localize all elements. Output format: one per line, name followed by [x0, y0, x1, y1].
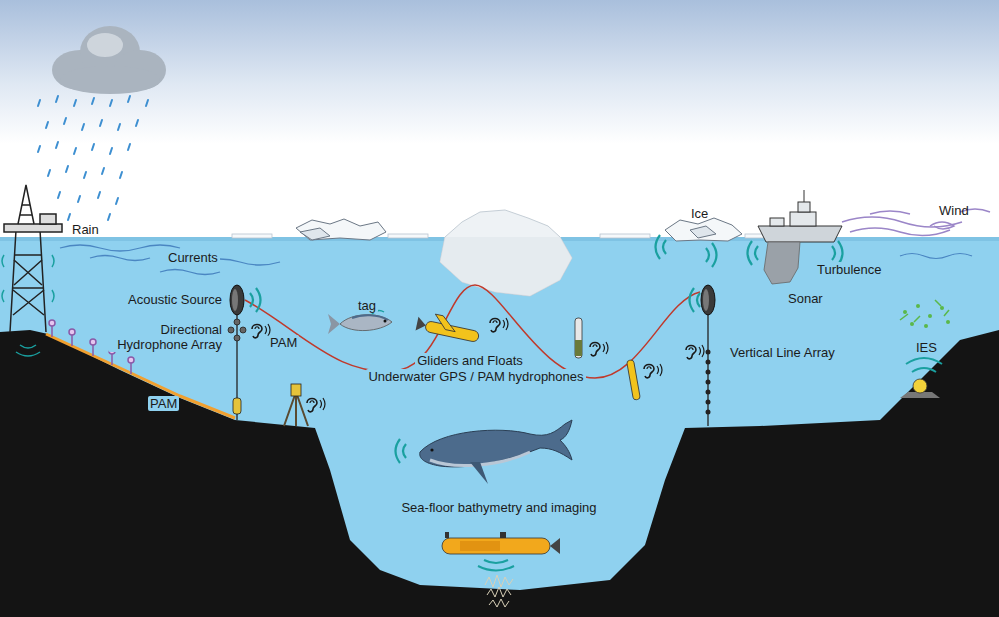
label-text: tag — [356, 298, 378, 313]
label-text: PAM — [148, 396, 179, 411]
label-text: Vertical Line Array — [728, 345, 837, 360]
label-text: Sea-floor bathymetry and imaging — [399, 500, 598, 515]
label-text: Gliders and Floats — [415, 353, 525, 368]
label-text: Turbulence — [815, 262, 884, 277]
label-text: Acoustic Source — [126, 292, 224, 307]
label-text: Sonar — [786, 291, 825, 306]
label-text: Wind — [937, 203, 971, 218]
label-text: Ice — [689, 206, 710, 221]
label-text: IES — [914, 340, 939, 355]
label-text: Currents — [166, 250, 220, 265]
label-text: Rain — [70, 222, 101, 237]
label-text: PAM — [268, 335, 299, 350]
label-text: Directional Hydrophone Array — [108, 322, 224, 352]
label-text: Underwater GPS / PAM hydrophones — [366, 369, 585, 384]
